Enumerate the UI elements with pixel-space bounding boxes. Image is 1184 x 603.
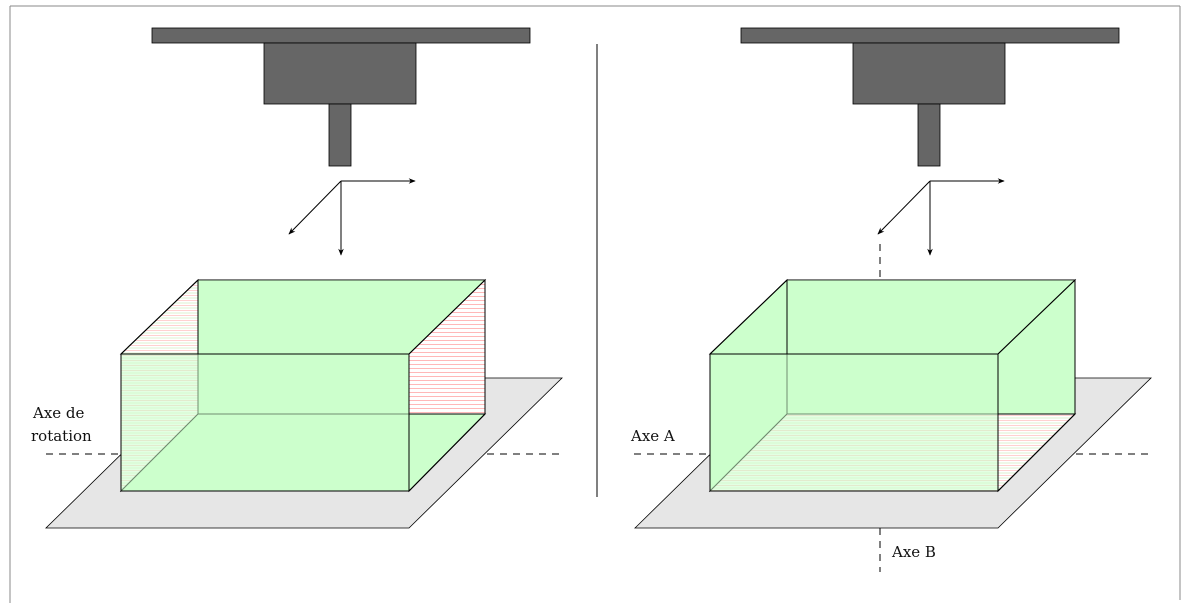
left-axis-label-line1: Axe de (32, 404, 85, 422)
right-y-arrow (877, 180, 931, 235)
left-axis-label-line2: rotation (31, 427, 92, 445)
right-axis-b-label: Axe B (891, 543, 936, 561)
right-box-edge-top-right (997, 279, 1076, 355)
left-panel: Axe de rotation (31, 27, 563, 529)
left-y-arrow (288, 180, 342, 235)
right-spindle-head (740, 27, 1120, 167)
right-spindle-tool (917, 103, 941, 167)
left-workpiece (119, 278, 487, 493)
left-spindle-bar (151, 27, 531, 44)
left-box-edge-top-left (120, 279, 199, 355)
right-box-edge-top-left (709, 279, 788, 355)
left-box-edge-bottom-right (408, 413, 486, 492)
right-coordinate-arrows (877, 178, 1005, 256)
right-axis-a-label: Axe A (630, 427, 675, 445)
left-spindle-body (263, 42, 417, 105)
right-spindle-bar (740, 27, 1120, 44)
right-spindle-body (852, 42, 1006, 105)
right-panel: Axe A Axe B (630, 27, 1152, 572)
left-box-front-face (120, 353, 410, 492)
left-spindle-tool (328, 103, 352, 167)
right-box-front-face (709, 353, 999, 492)
left-box-edge-top-right (408, 279, 486, 355)
right-box-edge-bottom-right (997, 413, 1076, 492)
left-spindle-head (151, 27, 531, 167)
left-coordinate-arrows (288, 178, 416, 256)
right-workpiece (708, 278, 1077, 493)
